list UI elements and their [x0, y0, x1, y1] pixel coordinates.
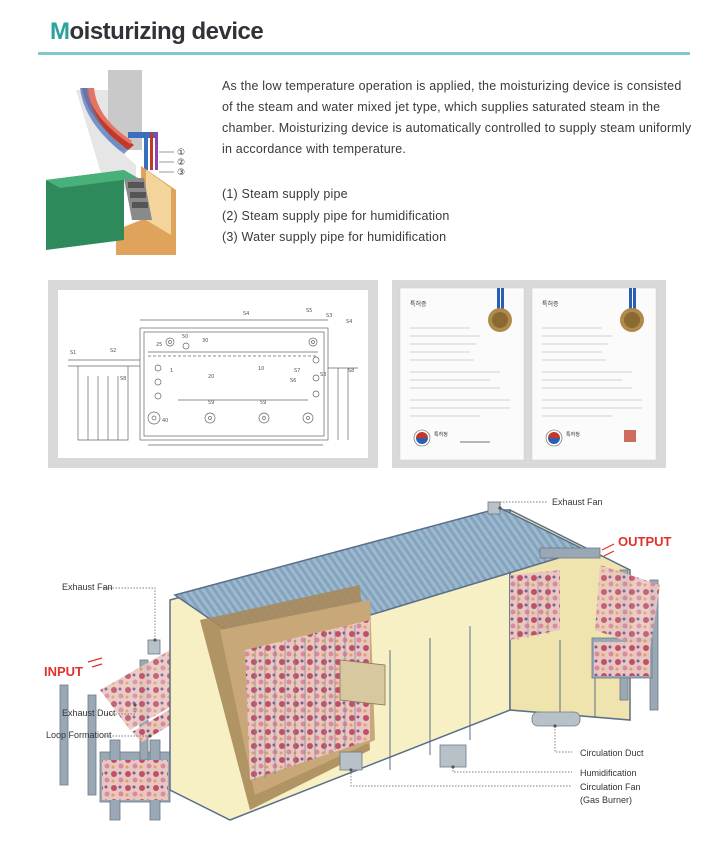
technical-drawing-panel — [48, 280, 378, 468]
certificate-2-office: 특허청 — [566, 431, 580, 438]
drawing-label-6: S1 — [70, 350, 76, 356]
title-first-letter: M — [50, 18, 70, 45]
pipe-list: (1) Steam supply pipe (2) Steam supply p… — [222, 184, 450, 249]
drawing-label-19: 1 — [170, 368, 173, 374]
callout-gas-burner: (Gas Burner) — [580, 795, 633, 805]
drawing-label-11: S6 — [290, 378, 296, 384]
title-divider — [38, 52, 690, 55]
callout-exhaust-fan-left: Exhaust Fan — [62, 582, 113, 592]
machine-cutaway-illustration — [59, 501, 660, 821]
drawing-label-12: S7 — [294, 368, 300, 374]
callout-circulation-fan: Circulation Fan — [580, 782, 641, 792]
callout-loop-formation: Loop Formationt — [46, 730, 112, 740]
certificate-2-heading: 특허증 — [542, 300, 559, 308]
certificate-1: 특허증 특허청 — [399, 287, 525, 461]
certificate-1-office: 특허청 — [434, 431, 448, 438]
drawing-label-10: S8 — [120, 376, 126, 382]
pipe-item-1: (1) Steam supply pipe — [222, 187, 348, 201]
drawing-label-20: S8 — [348, 368, 354, 374]
callout-exhaust-duct: Exhaust Duct — [62, 708, 116, 718]
drawing-label-7: 25 — [156, 342, 162, 348]
drawing-label-3: S5 — [306, 308, 312, 314]
page-title: Moisturizing device — [50, 18, 264, 46]
drawing-label-16: S3 — [320, 372, 326, 378]
pipe-item-3: (3) Water supply pipe for humidification — [222, 230, 447, 244]
drawing-label-9: 30 — [202, 338, 208, 344]
callout-humidification: Humidification — [580, 768, 637, 778]
drawing-label-1: S4 — [243, 311, 249, 317]
callout-exhaust-fan-top: Exhaust Fan — [552, 497, 603, 507]
callout-output: OUTPUT — [618, 534, 672, 549]
drawing-label-13: 59 — [208, 400, 214, 406]
pipe-item-2: (2) Steam supply pipe for humidification — [222, 208, 450, 223]
drawing-label-8: 50 — [182, 334, 188, 340]
title-rest: oisturizing device — [69, 18, 264, 45]
moisturizer-detail-illustration: ① ② ③ — [46, 70, 185, 255]
drawing-label-18: 20 — [208, 374, 214, 380]
marker-3: ③ — [177, 168, 185, 178]
drawing-label-2: S3 — [326, 313, 332, 319]
technical-drawing: S4 S3 S5 S4 S2 S1 25 50 30 S8 S6 S7 59 5… — [68, 308, 358, 446]
certificate-2: 특허증 특허청 — [531, 287, 657, 461]
drawing-label-14: 59 — [260, 400, 266, 406]
marker-2: ② — [177, 158, 185, 168]
marker-1: ① — [177, 148, 185, 158]
certificate-1-heading: 특허증 — [410, 300, 427, 308]
drawing-label-15: 40 — [162, 418, 168, 424]
drawing-label-17: 10 — [258, 366, 264, 372]
callout-circulation-duct: Circulation Duct — [580, 748, 644, 758]
callout-input: INPUT — [44, 664, 83, 679]
drawing-label-4: S4 — [346, 319, 352, 325]
device-description: As the low temperature operation is appl… — [222, 79, 692, 156]
drawing-label-5: S2 — [110, 348, 116, 354]
